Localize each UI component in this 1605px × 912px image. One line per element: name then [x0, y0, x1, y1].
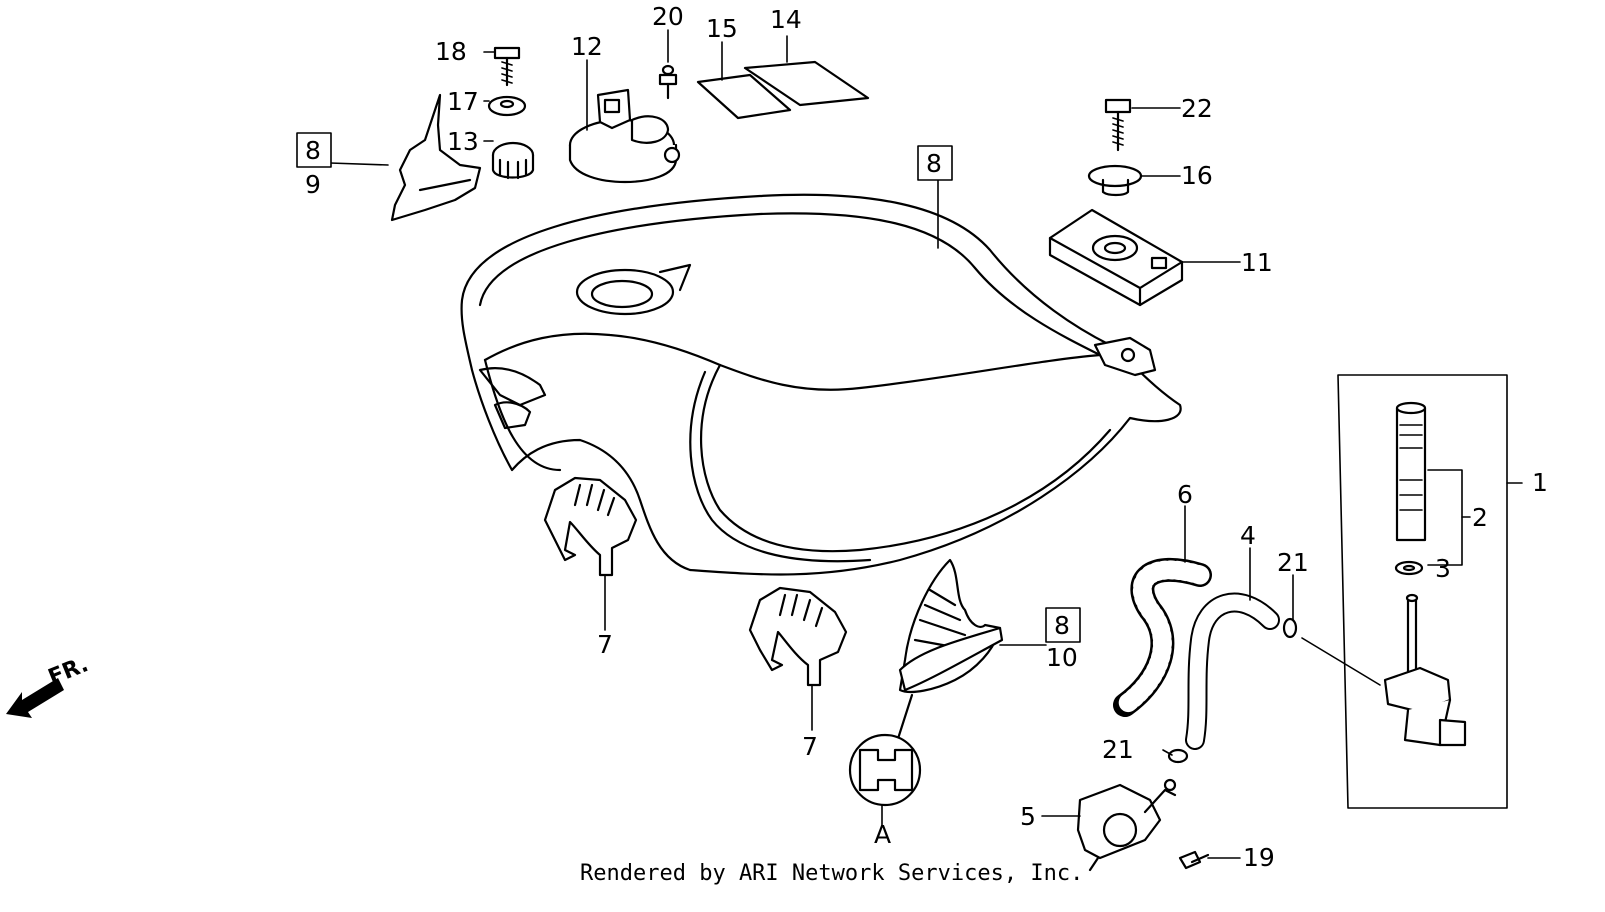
callout-labels: 1 2 3 4 5 6 7 7 8 8 8 9 10 11 12 13 14 1…: [305, 2, 1548, 872]
callout-4: 4: [1240, 521, 1256, 550]
callout-8-right: 8: [1054, 611, 1070, 640]
fuel-tank[interactable]: [460, 193, 1182, 576]
callout-8-left: 8: [305, 136, 321, 165]
collar[interactable]: [1087, 164, 1143, 197]
detail-a-view[interactable]: [848, 693, 922, 807]
screw-20[interactable]: [658, 64, 678, 100]
callout-10: 10: [1046, 643, 1078, 672]
callout-16: 16: [1181, 161, 1213, 190]
fuel-hose-6[interactable]: [1113, 558, 1212, 717]
callout-3: 3: [1435, 554, 1451, 583]
screw-19[interactable]: [1178, 850, 1210, 870]
callout-6: 6: [1177, 480, 1193, 509]
callout-21-lower: 21: [1102, 735, 1134, 764]
callout-7-left: 7: [597, 630, 613, 659]
callout-17: 17: [447, 87, 479, 116]
emblem-plate[interactable]: [390, 93, 482, 222]
fuel-cap[interactable]: [568, 88, 681, 184]
callout-2: 2: [1472, 503, 1488, 532]
callout-14: 14: [770, 5, 802, 34]
fuel-valve[interactable]: [1076, 778, 1177, 872]
footer-credit: Rendered by ARI Network Services, Inc.: [580, 861, 1083, 886]
washer[interactable]: [487, 95, 527, 117]
callout-12: 12: [571, 32, 603, 61]
callout-5: 5: [1020, 802, 1036, 831]
fuel-cock[interactable]: [1383, 593, 1467, 747]
callout-8-box-right: [1045, 607, 1081, 643]
detail-a-label: A: [874, 820, 891, 849]
callout-22: 22: [1181, 94, 1213, 123]
leader-lines: [329, 29, 1523, 859]
tank-bracket-left[interactable]: [543, 476, 638, 577]
callout-7-right: 7: [802, 732, 818, 761]
callout-9: 9: [305, 170, 321, 199]
callout-11: 11: [1241, 248, 1273, 277]
hose-clip-lower[interactable]: [1167, 748, 1189, 764]
callout-18: 18: [435, 37, 467, 66]
bolt-22[interactable]: [1104, 98, 1132, 152]
callout-13: 13: [447, 127, 479, 156]
front-direction-arrow: FR.: [6, 652, 92, 718]
callout-20: 20: [652, 2, 684, 31]
tank-bracket-right[interactable]: [748, 586, 848, 687]
callout-15: 15: [706, 14, 738, 43]
o-ring[interactable]: [1394, 560, 1424, 576]
caution-label-15[interactable]: [696, 73, 792, 120]
bolt-18[interactable]: [493, 46, 521, 87]
fuel-strainer[interactable]: [1395, 401, 1427, 542]
callout-21-upper: 21: [1277, 548, 1309, 577]
callout-1: 1: [1532, 468, 1548, 497]
fuel-hose-4[interactable]: [1185, 592, 1280, 750]
callout-8-center: 8: [926, 149, 942, 178]
callout-19: 19: [1243, 843, 1275, 872]
mounting-rubber[interactable]: [1048, 208, 1184, 307]
callout-8-box-center: [917, 145, 953, 181]
caution-label-14[interactable]: [743, 60, 870, 107]
callout-8-box-left: [296, 132, 332, 168]
svg-text:FR.: FR.: [45, 652, 92, 690]
cushion[interactable]: [491, 141, 535, 180]
hose-clip-upper[interactable]: [1282, 617, 1298, 639]
honda-wing-emblem[interactable]: [898, 558, 1004, 694]
